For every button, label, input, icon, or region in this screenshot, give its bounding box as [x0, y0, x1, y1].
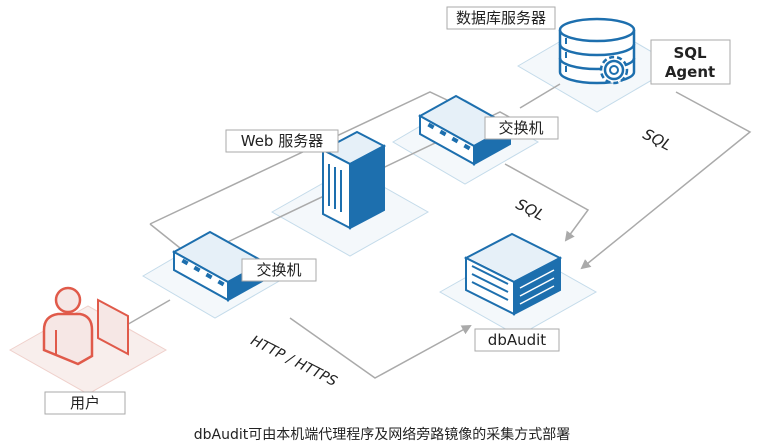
web-server-icon	[320, 130, 387, 230]
sql-agent-label-box: SQL Agent	[650, 39, 731, 85]
dbaudit-label-box: dbAudit	[474, 328, 560, 352]
web-server-label: Web 服务器	[241, 132, 323, 150]
gear-icon	[599, 55, 629, 85]
diagram-caption: dbAudit可由本机端代理程序及网络旁路镜像的采集方式部署	[194, 426, 571, 443]
network-line-db-link	[519, 83, 561, 109]
edge-label-http: HTTP / HTTPS	[248, 333, 340, 390]
sql-agent-label-line1: SQL	[673, 44, 707, 62]
switch-bottom-label-box: 交换机	[241, 258, 317, 282]
user-icon	[42, 286, 129, 366]
db-server-label-box: 数据库服务器	[446, 6, 556, 30]
arrow-sql-agent-to-dbaudit	[580, 91, 752, 270]
switch-bottom-label: 交换机	[256, 261, 301, 279]
web-server-label-box: Web 服务器	[225, 129, 339, 153]
edge-label-sql-agent: SQL	[640, 125, 675, 155]
switch-top-label: 交换机	[498, 119, 543, 137]
dbaudit-label: dbAudit	[488, 331, 547, 349]
sql-agent-label-line2: Agent	[665, 63, 715, 81]
arrow-user-to-dbaudit	[289, 317, 472, 379]
network-line-left	[149, 223, 181, 249]
edge-label-sql-mirror: SQL	[513, 195, 548, 225]
db-server-label: 数据库服务器	[456, 9, 546, 27]
dbaudit-appliance-icon	[463, 232, 563, 316]
user-label: 用户	[70, 394, 100, 412]
arrow-switch-mirror-to-dbaudit	[504, 163, 590, 242]
user-label-box: 用户	[44, 391, 126, 415]
switch-top-label-box: 交换机	[484, 116, 559, 140]
